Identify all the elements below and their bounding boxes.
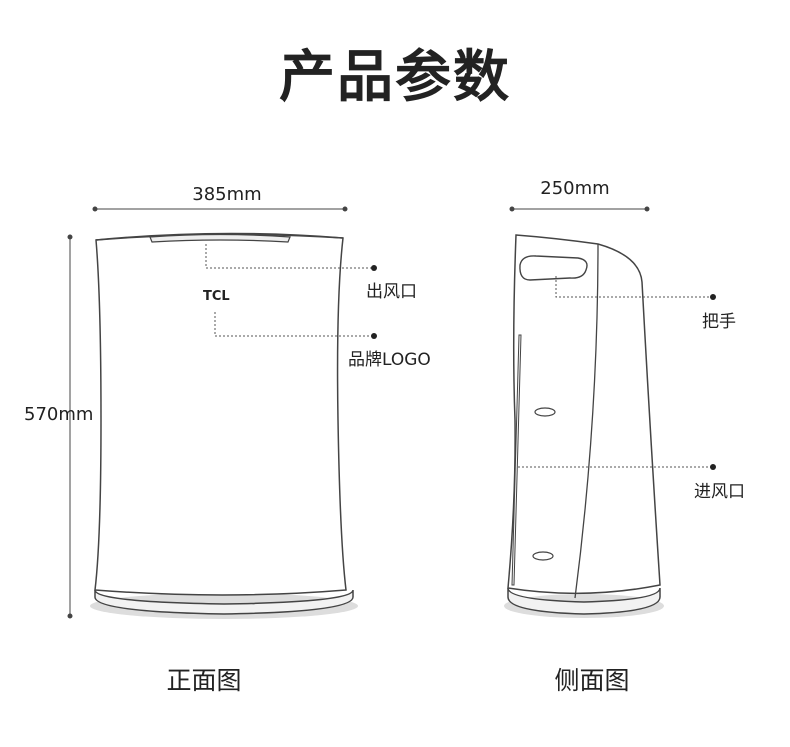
front-view: 385mm 570mm TCL 出风口 品牌LOGO bbox=[24, 184, 431, 695]
side-depth-label: 250mm bbox=[540, 178, 609, 199]
page-title: 产品参数 bbox=[279, 45, 511, 110]
side-inlet-slot bbox=[511, 334, 522, 586]
front-view-caption: 正面图 bbox=[166, 666, 241, 695]
side-handle-callout bbox=[555, 276, 716, 300]
front-height-label: 570mm bbox=[24, 404, 93, 425]
front-logo-callout bbox=[214, 312, 377, 339]
front-outlet-label: 出风口 bbox=[366, 282, 417, 302]
side-panel-line bbox=[574, 243, 599, 599]
front-width-dimension bbox=[92, 206, 348, 212]
side-view-caption: 侧面图 bbox=[554, 666, 629, 695]
side-inlet-label: 进风口 bbox=[694, 482, 745, 502]
side-handle-label: 把手 bbox=[702, 312, 736, 332]
front-outlet-callout bbox=[205, 244, 377, 271]
side-inlet-callout bbox=[518, 464, 716, 470]
front-base bbox=[94, 589, 354, 615]
side-handle bbox=[519, 255, 588, 281]
front-logo-text: TCL bbox=[203, 289, 230, 304]
front-body bbox=[94, 232, 347, 596]
front-logo-label: 品牌LOGO bbox=[348, 350, 431, 370]
front-height-dimension bbox=[67, 234, 73, 619]
side-view: 250mm 把手 进风口 侧面图 bbox=[504, 178, 745, 695]
front-width-label: 385mm bbox=[192, 184, 261, 205]
side-body bbox=[507, 234, 661, 595]
side-oval-port-lower bbox=[532, 551, 554, 561]
side-oval-port-upper bbox=[534, 407, 556, 417]
side-base bbox=[507, 587, 661, 615]
side-depth-dimension bbox=[509, 206, 650, 212]
front-air-outlet bbox=[149, 233, 291, 243]
